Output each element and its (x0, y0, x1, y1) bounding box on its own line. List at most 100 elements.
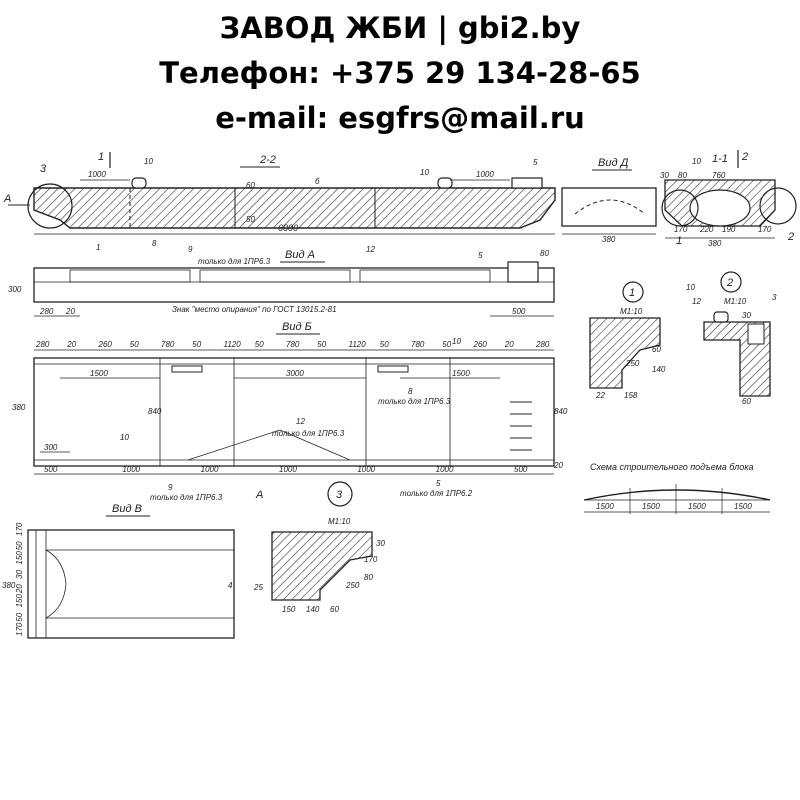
view-b-top-dim-7: 1120 (224, 340, 242, 349)
detail-3-dim-170: 170 (364, 555, 378, 564)
view-b-top-dim-4: 50 (130, 340, 139, 349)
header-line-phone: Телефон: +375 29 134-28-65 (159, 56, 641, 90)
label-1: 1 (98, 151, 104, 163)
dim-380: 380 (708, 239, 722, 248)
detail-2-scale: М1:10 (724, 297, 747, 306)
detail-3-number: 3 (336, 489, 343, 501)
view-b-label-12: 12 (296, 417, 305, 426)
lift-dim-3: 1500 (688, 502, 706, 511)
label-1-bottom: 1 (676, 235, 682, 247)
detail-1-dim-250: 250 (625, 359, 640, 368)
view-b-label-10-top: 10 (452, 337, 461, 346)
detail-1-dim-140: 140 (652, 365, 666, 374)
view-b-top-dim-6: 50 (192, 340, 201, 349)
view-b-only-9: только для 1ПР6.3 (150, 493, 223, 502)
view-v-left-dim-4: 20 (15, 584, 24, 594)
header-line-email: e-mail: esgfrs@mail.ru (215, 101, 585, 135)
detail-3-dim-150: 150 (282, 605, 296, 614)
view-v-left-dim-6: 150 (15, 551, 24, 565)
dim-220: 220 (699, 225, 714, 234)
dim-170-left: 170 (674, 225, 688, 234)
label-5: 5 (533, 158, 538, 167)
detail-3: 3 М1:10 150 140 60 250 25 30 170 80 (253, 481, 385, 614)
detail-3-dim-30: 30 (376, 539, 385, 548)
detail-2-dim-30: 30 (742, 311, 751, 320)
view-v-outline (27, 529, 235, 639)
view-b-top-dim-15: 260 (473, 340, 488, 349)
detail-2: 2 М1:10 10 12 3 30 60 (686, 271, 777, 406)
view-b-outline (33, 357, 555, 467)
detail-2-label-3: 3 (772, 293, 777, 302)
view-v-left-dim-2: 50 (15, 612, 24, 621)
dim-170-right: 170 (758, 225, 772, 234)
cross-section-void (689, 189, 751, 227)
view-v-left-dim-8: 170 (15, 522, 24, 536)
detail-3-scale: М1:10 (328, 517, 351, 526)
header: ЗАВОД ЖБИ | gbi2.by Телефон: +375 29 134… (0, 6, 800, 141)
view-a-dim-300: 300 (8, 285, 22, 294)
view-a-only-note: только для 1ПР6.3 (198, 257, 271, 266)
detail-2-label-10: 10 (686, 283, 695, 292)
view-b-dim-1500-left: 1500 (90, 369, 108, 378)
section-2-2: 2-2 3 А 1 10 10 5 б 1000 1000 60 50 6000 (3, 151, 556, 235)
section-1-1-title: 1-1 (712, 153, 728, 165)
view-b-bottom-dim-2: 1000 (122, 465, 140, 474)
lift-scheme-title: Схема строительного подъема блока (590, 462, 754, 472)
view-v-left-dim-7: 50 (15, 541, 24, 550)
view-b-label-10-bottom: 10 (120, 433, 129, 442)
detail-2-dim-60: 60 (742, 397, 751, 406)
view-b-top-dim-2: 20 (66, 340, 76, 349)
view-b-top-dim-13: 780 (411, 340, 425, 349)
view-b-dim-840-right: 840 (554, 407, 568, 416)
view-b-bottom-dim-6: 1000 (436, 465, 454, 474)
view-b-label-a: А (255, 489, 263, 501)
detail-3-dim-60: 60 (330, 605, 339, 614)
view-b-bottom-dim-5: 1000 (357, 465, 375, 474)
view-b-top-dim-1: 280 (35, 340, 50, 349)
view-b-top-dim-3: 260 (98, 340, 113, 349)
view-d-outline (561, 187, 657, 227)
detail-3-dim-250: 250 (345, 581, 360, 590)
view-a-label-1: 1 (96, 243, 100, 252)
view-b-dim-1500-right: 1500 (452, 369, 470, 378)
view-a-outline (33, 267, 555, 303)
view-d-title: Вид Д (598, 157, 629, 169)
view-v-left-dim-5: 30 (15, 569, 24, 578)
lift-scheme: Схема строительного подъема блока 1500 1… (583, 462, 771, 514)
dim-80: 80 (678, 171, 687, 180)
view-b-bottom-dim-7: 500 (514, 465, 528, 474)
view-b-dim-20: 20 (553, 461, 563, 470)
detail-1-number: 1 (629, 287, 635, 299)
view-b-bottom-dim-1: 500 (44, 465, 58, 474)
lift-dim-4: 1500 (734, 502, 752, 511)
view-b-dim-3000: 3000 (286, 369, 304, 378)
view-a: Вид А только для 1ПР6.3 9 12 5 8 1 80 30… (8, 239, 555, 317)
detail-2-number: 2 (726, 277, 733, 289)
view-a-dim-80: 80 (540, 249, 549, 258)
dim-30: 30 (660, 171, 669, 180)
dim-6000: 6000 (278, 223, 298, 233)
dim-1000-right: 1000 (476, 170, 494, 179)
view-a-mark-note: Знак "место опирания" по ГОСТ 13015.2-81 (172, 305, 337, 314)
view-b-top-dim-11: 1120 (349, 340, 367, 349)
view-b-top-dim-5: 780 (161, 340, 175, 349)
detail-3-callout (27, 183, 73, 229)
view-b-label-8: 8 (408, 387, 413, 396)
lifting-loop-right (437, 177, 453, 189)
view-b-only-8: только для 1ПР6.3 (378, 397, 451, 406)
label-6: б (315, 177, 320, 186)
lift-dim-2: 1500 (642, 502, 660, 511)
view-a-dim-280: 280 (39, 307, 54, 316)
view-d: Вид Д 380 (561, 157, 657, 244)
label-2-side: 2 (787, 231, 794, 243)
section-1-1: 1-1 2 30 80 10 760 170 220 190 170 380 1… (660, 150, 797, 248)
view-a-dim-500: 500 (512, 307, 526, 316)
view-v-left-dim-3: 150 (15, 594, 24, 608)
detail-2-label-12: 12 (692, 297, 701, 306)
view-v-dim-380: 380 (2, 581, 16, 590)
view-b-dim-840-left: 840 (148, 407, 162, 416)
view-b-only-5: только для 1ПР6.2 (400, 489, 473, 498)
